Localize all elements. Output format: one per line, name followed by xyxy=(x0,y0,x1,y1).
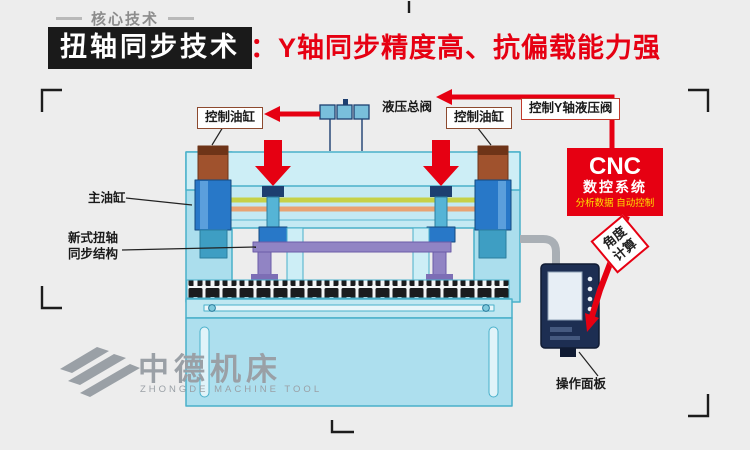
label-control-cylinder-right: 控制油缸 xyxy=(446,107,513,129)
top-beam xyxy=(185,151,521,191)
left-piston xyxy=(258,186,288,243)
flow-arrowhead-panel xyxy=(585,313,599,332)
tag-text: 核心技术 xyxy=(91,11,160,28)
label-torsion-structure: 新式扭轴 同步结构 xyxy=(68,231,118,262)
pointer-control-cylinder-left xyxy=(211,126,224,146)
signal-flow-lines xyxy=(264,89,630,332)
label-torsion-line2: 同步结构 xyxy=(68,246,119,261)
press-down-arrows xyxy=(255,140,459,186)
lower-beam xyxy=(185,298,513,319)
down-arrow-right-icon xyxy=(423,140,459,186)
torsion-sync-structure xyxy=(251,241,453,282)
cnc-subtitle: 数控系统 xyxy=(583,179,647,196)
label-pointer-lines xyxy=(121,126,599,377)
flow-arrowhead-valve xyxy=(436,89,452,105)
right-main-cylinder-body xyxy=(474,179,512,259)
label-control-cylinder-left: 控制油缸 xyxy=(197,107,264,129)
label-torsion-line1: 新式扭轴 xyxy=(68,231,119,245)
clamp-row xyxy=(186,279,510,299)
pointer-torsion-structure xyxy=(121,246,257,251)
cnc-title: CNC xyxy=(589,153,641,181)
page-title: 扭轴同步技术 xyxy=(48,27,252,69)
cnc-system-box: CNC 数控系统 分析数据 自动控制 xyxy=(567,148,663,216)
pointer-main-cylinder xyxy=(125,197,193,206)
logo-name: 中德机床 xyxy=(138,352,282,387)
pointer-control-cylinder-right xyxy=(476,126,492,146)
logo-icon xyxy=(60,347,140,397)
down-arrow-left-icon xyxy=(255,140,291,186)
logo-subtitle: ZHONGDE MACHINE TOOL xyxy=(140,384,323,395)
press-machine-illustration xyxy=(185,145,521,407)
right-column xyxy=(412,227,430,283)
label-hydraulic-main-valve: 液压总阀 xyxy=(382,100,433,114)
left-control-cylinder-body xyxy=(197,145,229,181)
page-subtitle: ：Y轴同步精度高、抗偏载能力强 xyxy=(250,33,662,63)
label-main-cylinder: 主油缸 xyxy=(88,191,126,205)
label-control-y-axis-valve: 控制Y轴液压阀 xyxy=(521,98,621,120)
cnc-caption: 分析数据 自动控制 xyxy=(575,197,655,209)
pointer-operation-panel xyxy=(578,351,599,377)
core-tech-tag: 核心技术 xyxy=(56,8,195,29)
right-control-cylinder-body xyxy=(477,145,509,181)
tag-dash-right-icon xyxy=(168,17,195,20)
hydraulic-valve-block-icon xyxy=(319,99,370,151)
tag-dash-left-icon xyxy=(56,17,82,20)
machine-base xyxy=(185,317,513,407)
connector-pipe xyxy=(520,235,560,266)
left-main-cylinder-body xyxy=(194,179,232,259)
panel-screen xyxy=(547,271,583,321)
right-piston xyxy=(426,186,456,243)
control-panel-graphic xyxy=(540,263,600,357)
flow-arrowhead-cylinder xyxy=(264,106,280,122)
flow-cnc-to-valve xyxy=(452,94,615,150)
label-operation-panel: 操作面板 xyxy=(556,377,607,391)
crop-marks xyxy=(40,1,710,434)
left-column xyxy=(286,227,304,283)
